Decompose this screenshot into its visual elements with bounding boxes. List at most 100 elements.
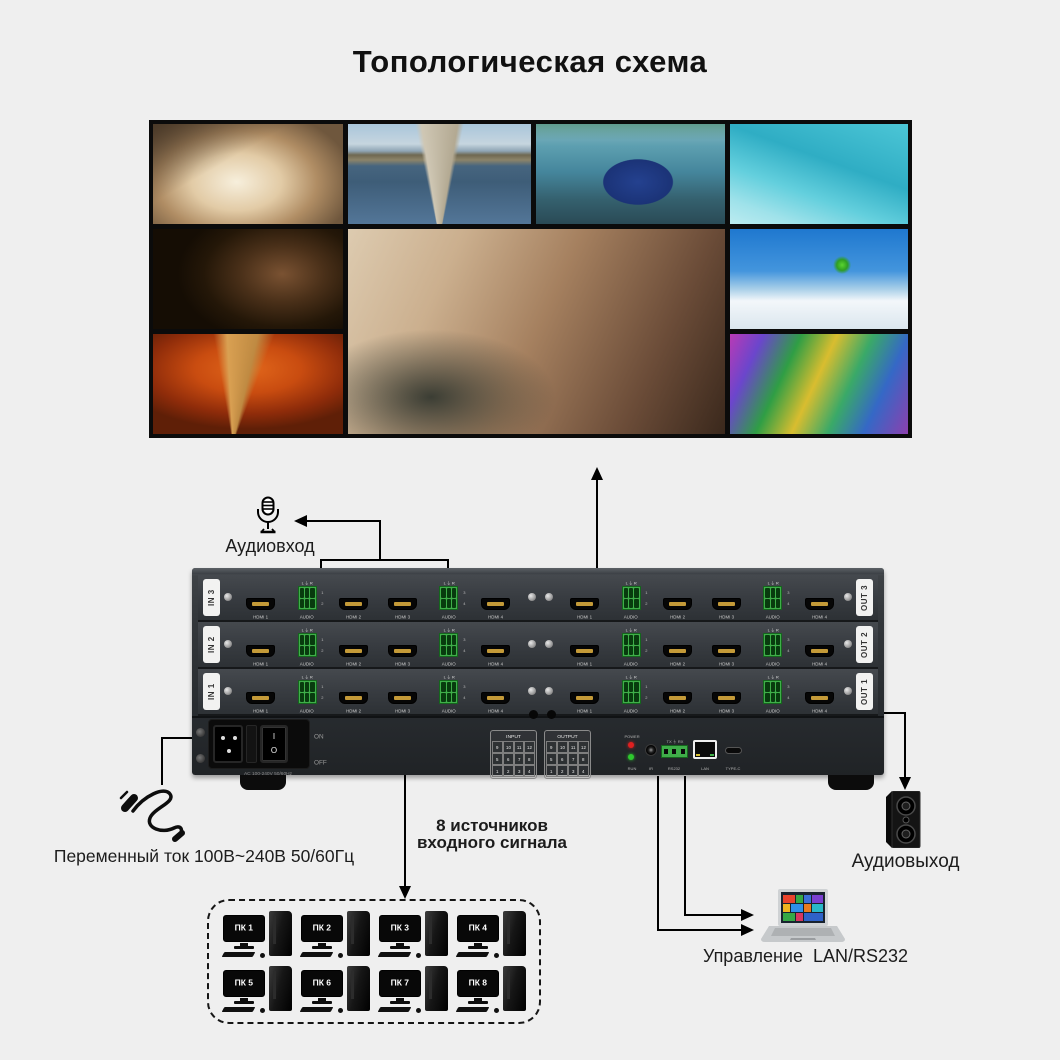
audio-channel-number: 1	[645, 637, 648, 642]
io-grid-title: OUTPUT	[557, 733, 578, 740]
screw	[844, 640, 852, 648]
io-button: 1	[546, 765, 557, 777]
screw	[528, 640, 536, 648]
port-label: HDMI 2	[346, 614, 362, 620]
rs232-control-line	[657, 929, 743, 931]
ac-power-label: Переменный ток 100В~240В 50/60Гц	[53, 846, 355, 866]
hdmi-port	[711, 645, 741, 657]
hdmi-port	[480, 692, 510, 704]
hdmi-port	[711, 598, 741, 610]
port-label: AUDIO	[441, 708, 456, 714]
iec-power-inlet	[213, 725, 243, 763]
control-label: Управление LAN/RS232	[702, 946, 909, 966]
hdmi-port	[804, 645, 834, 657]
pc-tower-icon	[425, 911, 448, 956]
type-c-port	[725, 747, 742, 754]
pc-monitor-icon: ПК 6	[301, 969, 343, 997]
audio-terminal-block	[439, 586, 459, 610]
io-button: 4	[524, 765, 535, 777]
audio-channel-number: 2	[645, 695, 648, 700]
audio-in-arrowhead	[294, 515, 307, 527]
audio-terminal-block	[297, 680, 317, 704]
port-label: HDMI 3	[718, 661, 734, 667]
pc-tower-icon	[347, 965, 370, 1011]
hdmi-port	[804, 598, 834, 610]
pc-keyboard-icon	[221, 952, 256, 957]
port-label: HDMI 3	[394, 661, 410, 667]
audio-channel-number: 3	[463, 637, 466, 642]
audio-pin-labels: L ⏚ R	[625, 675, 637, 680]
wall-output-arrowhead	[591, 467, 603, 480]
port-label: HDMI 1	[253, 708, 268, 714]
port-hdmi-1: HDMI 1	[246, 598, 275, 619]
out-slot-label: OUT 2	[856, 626, 873, 663]
hdmi-port	[339, 598, 369, 610]
port-label: HDMI 4	[487, 614, 503, 620]
ir-label: IR	[649, 766, 653, 771]
port-label: HDMI 2	[346, 708, 362, 714]
audio-pin-labels: L ⏚ R	[301, 675, 313, 680]
audio-terminal-block	[621, 680, 641, 704]
audio-terminal-block	[763, 633, 783, 657]
io-button: 7	[567, 753, 579, 765]
screw	[844, 593, 852, 601]
audio-pin-labels: L ⏚ R	[625, 581, 637, 586]
pc-stand	[318, 997, 326, 1001]
port-hdmi-1: HDMI 1	[570, 598, 599, 619]
pc-mouse-icon	[494, 953, 499, 958]
port-hdmi-2: HDMI 2	[339, 645, 369, 666]
port-label: HDMI 1	[577, 708, 592, 714]
port-label: AUDIO	[765, 661, 780, 667]
wall-tile-husky-dog	[153, 124, 343, 224]
laptop-icon	[761, 889, 845, 942]
port-hdmi-4: HDMI 4	[804, 692, 834, 713]
port-label: HDMI 1	[253, 661, 268, 667]
pc-monitor-icon: ПК 2	[301, 915, 343, 942]
audio-pin-labels: L ⏚ R	[767, 675, 779, 680]
pc-stand	[240, 997, 248, 1001]
io-button: 3	[567, 765, 579, 777]
chassis-screw	[196, 728, 205, 737]
wall-tile-bar-woman	[153, 229, 343, 329]
pc-stand	[318, 943, 326, 946]
audio-channel-number: 3	[463, 684, 466, 689]
pc-source-4: ПК 4	[455, 910, 527, 960]
io-button: 10	[502, 741, 514, 753]
pc-mouse-icon	[416, 1007, 421, 1013]
pc-keyboard-icon	[377, 1006, 412, 1012]
pc-source-7: ПК 7	[377, 965, 449, 1015]
port-hdmi-1: HDMI 1	[570, 645, 599, 666]
pc-label: ПК 4	[468, 923, 488, 934]
device-foot	[240, 775, 286, 790]
port-hdmi-1: HDMI 1	[570, 692, 599, 713]
io-button: 9	[492, 741, 503, 753]
audio-pin-labels: L ⏚ R	[443, 628, 455, 633]
audio-pin-labels: L ⏚ R	[625, 628, 637, 633]
screw	[545, 687, 553, 695]
wall-tile-pool-sunbather	[730, 124, 908, 224]
power-switch: I O	[260, 725, 288, 763]
speaker-icon	[886, 791, 921, 848]
pc-tower-icon	[269, 965, 292, 1011]
audio-terminal-block	[763, 680, 783, 704]
in-slot-label: IN 3	[203, 579, 220, 616]
pc-keyboard-icon	[455, 952, 490, 957]
in-slot-label: IN 2	[203, 626, 220, 663]
audio-in-line	[305, 520, 381, 522]
power-line	[161, 737, 194, 739]
audio-in-label: Аудиовход	[225, 536, 315, 556]
pc-base	[468, 1000, 488, 1004]
audio-out-line	[904, 712, 906, 779]
io-button: 4	[578, 765, 589, 777]
